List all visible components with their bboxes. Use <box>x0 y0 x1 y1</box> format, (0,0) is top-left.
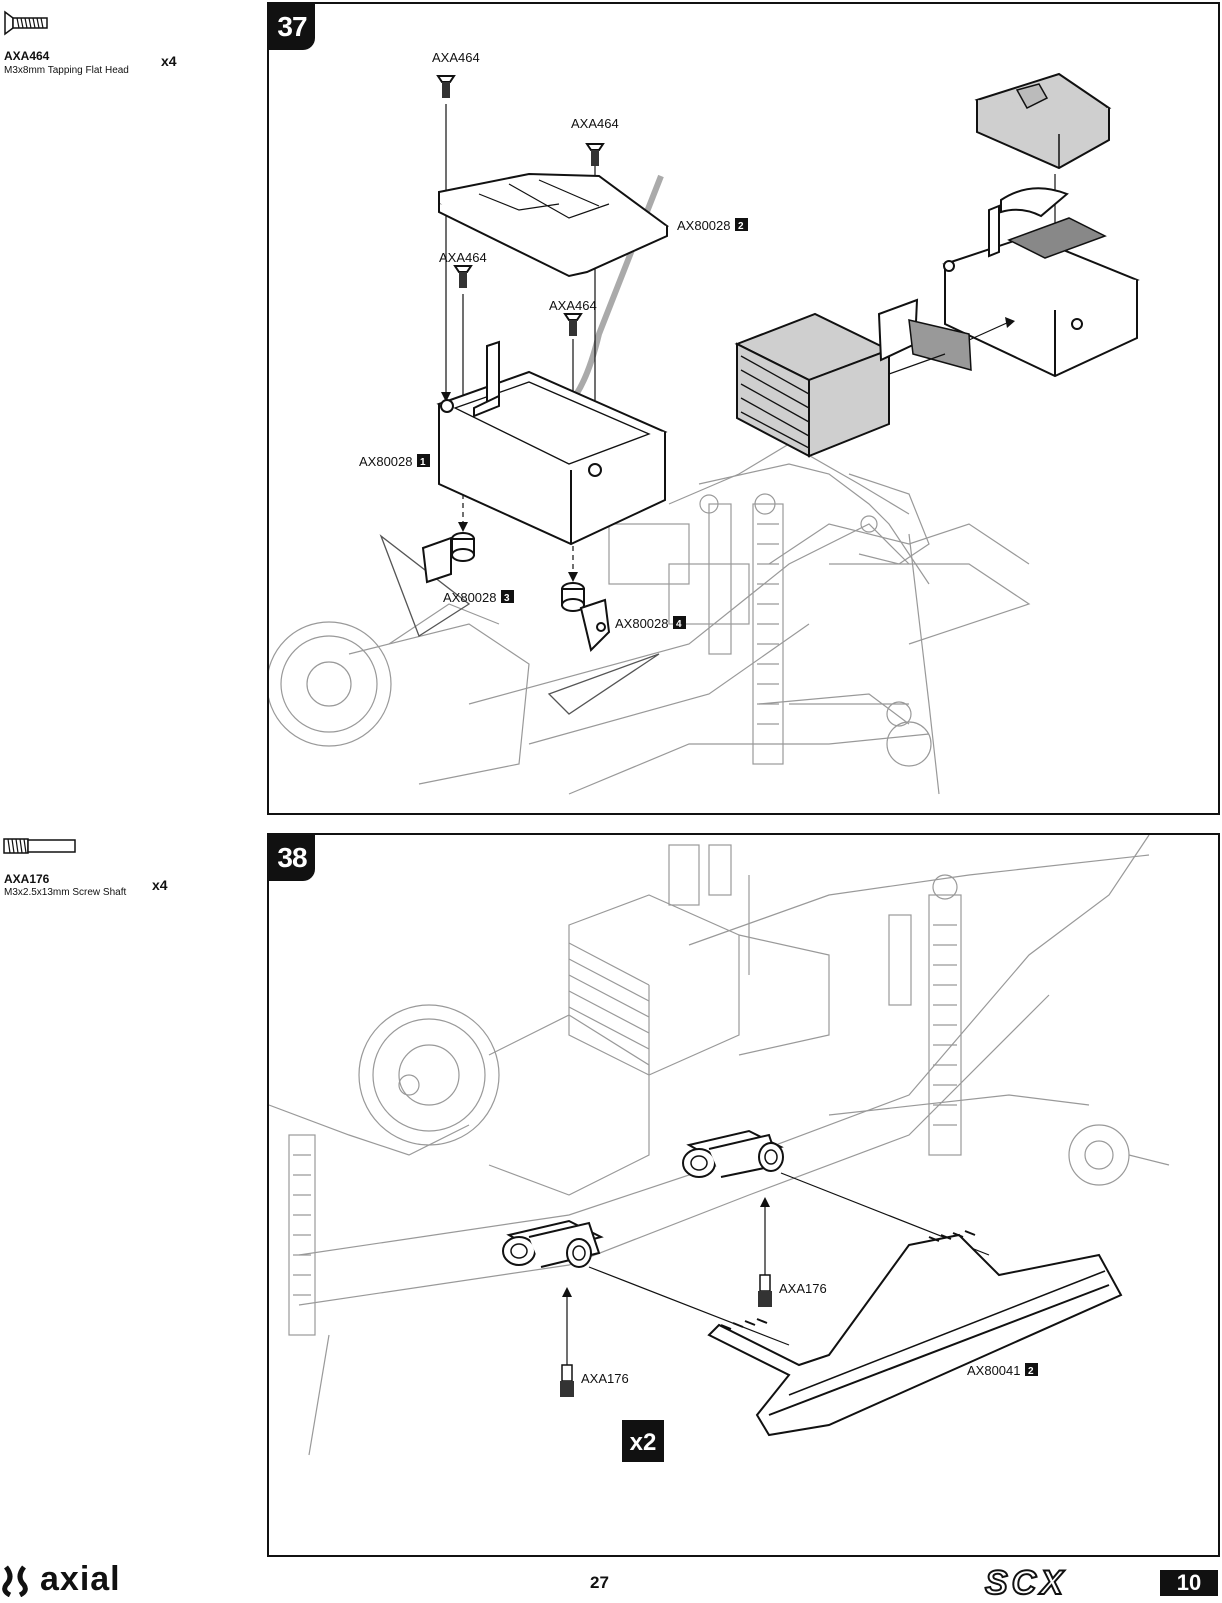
step-number-badge: 37 <box>269 4 315 50</box>
bumper-mount-right <box>682 1129 784 1178</box>
label-axa176: AXA176 <box>779 1281 827 1296</box>
servo-mount-left <box>421 532 475 584</box>
chassis-sketch <box>269 835 1170 1456</box>
axial-logo-icon <box>2 1565 28 1597</box>
step-38-panel: 38 <box>267 833 1220 1557</box>
label-axa464: AXA464 <box>439 250 487 265</box>
brand-wordmark: axial <box>40 1560 121 1598</box>
part-number-badge: 1 <box>420 457 426 468</box>
part-number-badge: 3 <box>504 593 510 604</box>
screw-icon <box>436 75 456 98</box>
step-37-diagram: AXA464 AXA464 AXA464 AXA464 AX80028 2 AX… <box>269 50 1140 795</box>
part-number-badge: 4 <box>676 619 682 630</box>
part-description: M3x8mm Tapping Flat Head <box>4 65 129 76</box>
screw-icon <box>453 265 473 288</box>
step-number-badge: 38 <box>269 835 315 881</box>
receiver-box-lid <box>974 72 1112 170</box>
model-badge: 10 <box>1160 1570 1218 1596</box>
label-axa464: AXA464 <box>549 298 597 313</box>
model-logo: SCX <box>984 1563 1067 1603</box>
screw-icon <box>585 143 605 166</box>
servo-box-lid <box>438 172 669 278</box>
quantity-multiplier-badge <box>622 1420 664 1462</box>
label-ax80041: AX80041 <box>967 1363 1021 1378</box>
screw-icon <box>563 313 583 336</box>
part-code: AXA176 <box>4 872 50 886</box>
front-bumper <box>707 1230 1123 1437</box>
screw-shaft-icon <box>3 838 76 854</box>
receiver-box <box>942 187 1140 378</box>
part-number-badge: 2 <box>738 221 744 232</box>
part-code: AXA464 <box>4 49 50 63</box>
label-axa464: AXA464 <box>432 50 480 65</box>
label-ax80028: AX80028 <box>359 454 413 469</box>
screw-shaft-icon <box>758 1274 772 1307</box>
label-axa176: AXA176 <box>581 1371 629 1386</box>
servo-mount-right <box>561 582 611 652</box>
label-ax80028: AX80028 <box>677 218 731 233</box>
flat-head-screw-icon <box>4 10 48 36</box>
label-ax80028: AX80028 <box>615 616 669 631</box>
part-description: M3x2.5x13mm Screw Shaft <box>4 887 127 898</box>
servo-box <box>436 340 668 546</box>
bumper-mount-left <box>502 1219 604 1268</box>
page-number: 27 <box>590 1573 609 1592</box>
part-quantity: x4 <box>152 877 168 893</box>
label-ax80028: AX80028 <box>443 590 497 605</box>
part-number-badge: 2 <box>1028 1366 1034 1377</box>
step-38-diagram: AXA176 AXA176 AX80041 2 x2 <box>269 835 1170 1462</box>
receiver-pack <box>734 298 1015 458</box>
part-quantity: x4 <box>161 53 177 69</box>
step-37-panel: 37 <box>267 2 1220 815</box>
quantity-multiplier: x2 <box>630 1429 657 1456</box>
screw-shaft-icon <box>560 1364 574 1397</box>
label-axa464: AXA464 <box>571 116 619 131</box>
